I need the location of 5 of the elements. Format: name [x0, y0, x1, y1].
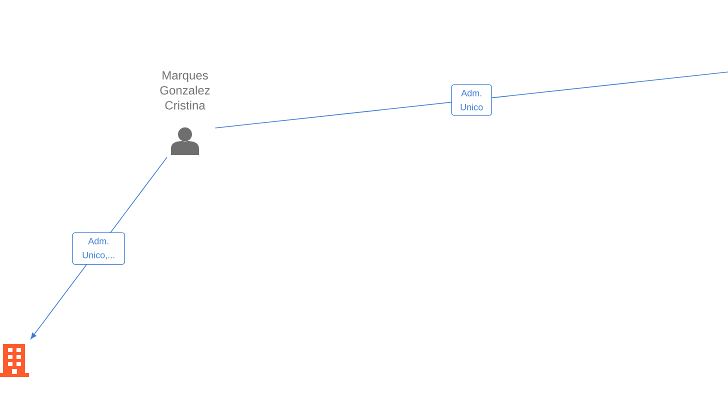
name-label: Marques Gonzalez Cristina: [160, 71, 210, 110]
edge-label: Adm. Unico: [451, 84, 492, 116]
connector-line: [214, 72, 728, 128]
building-icon: [0, 344, 29, 377]
edge-label: Adm. Unico,...: [72, 232, 125, 265]
